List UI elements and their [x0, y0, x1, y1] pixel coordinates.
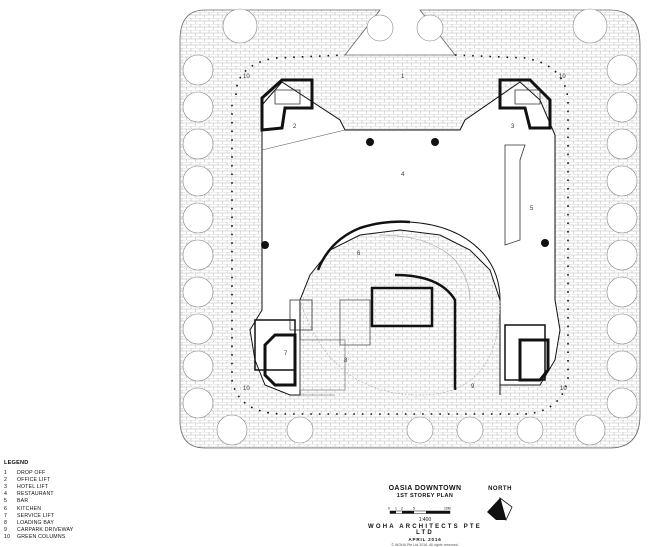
room-label-green-columns-ne: 10	[559, 74, 566, 80]
north-arrow: NORTH	[480, 486, 530, 526]
room-label-bar: 5	[530, 206, 534, 212]
room-label-kitchen: 6	[357, 251, 361, 257]
title-block: OASIA DOWNTOWN 1ST STOREY PLAN 1:400 WOH…	[360, 485, 490, 547]
tree-canopies	[182, 8, 638, 446]
room-label-green-columns-se: 10	[560, 386, 567, 392]
hotel-lift-core	[498, 78, 552, 130]
room-label-drop-off: 1	[401, 74, 405, 80]
driveway-arc-wall	[409, 221, 501, 395]
bar-wall	[504, 144, 526, 246]
room-label-office-lift: 2	[293, 124, 297, 130]
scale-tick: 2	[401, 507, 403, 511]
carpark-loop	[299, 299, 501, 396]
scale-tick: 1	[395, 507, 397, 511]
room-label-green-columns-nw: 10	[243, 74, 250, 80]
scale-tick: 5	[413, 507, 415, 511]
room-label-hotel-lift: 3	[511, 124, 515, 130]
room-label-green-columns-sw: 10	[243, 386, 250, 392]
scale-bar: 0 1 2 5 10M	[388, 507, 451, 514]
scale-tick: 10M	[444, 507, 451, 511]
kitchen-arc-wall	[316, 220, 411, 271]
room-label-restaurant: 4	[401, 172, 405, 178]
project-title: OASIA DOWNTOWN	[388, 485, 462, 492]
north-label: NORTH	[488, 486, 512, 492]
room-label-carpark: 9	[471, 384, 475, 390]
office-lift-core	[260, 78, 314, 132]
columns	[261, 138, 549, 249]
scale-tick: 0	[388, 507, 390, 511]
room-label-loading-bay: 8	[344, 358, 348, 364]
floor-plan-drawing: 1 2 3 4 5 6 7 8 9 10 10 10 10	[179, 8, 641, 449]
building-outline	[249, 81, 561, 396]
room-label-service-lift: 7	[284, 351, 288, 357]
green-column-ring	[231, 54, 569, 415]
north-arrow-icon	[487, 496, 513, 522]
legend-title: LEGEND	[4, 460, 29, 466]
copyright-note: © WOHA Pte Ltd 2016. All rights reserved…	[391, 543, 459, 547]
drawing-title: 1ST STOREY PLAN	[396, 493, 454, 499]
firm-name: WOHA ARCHITECTS PTE LTD	[367, 524, 483, 536]
scale-ratio: 1:400	[418, 517, 432, 523]
